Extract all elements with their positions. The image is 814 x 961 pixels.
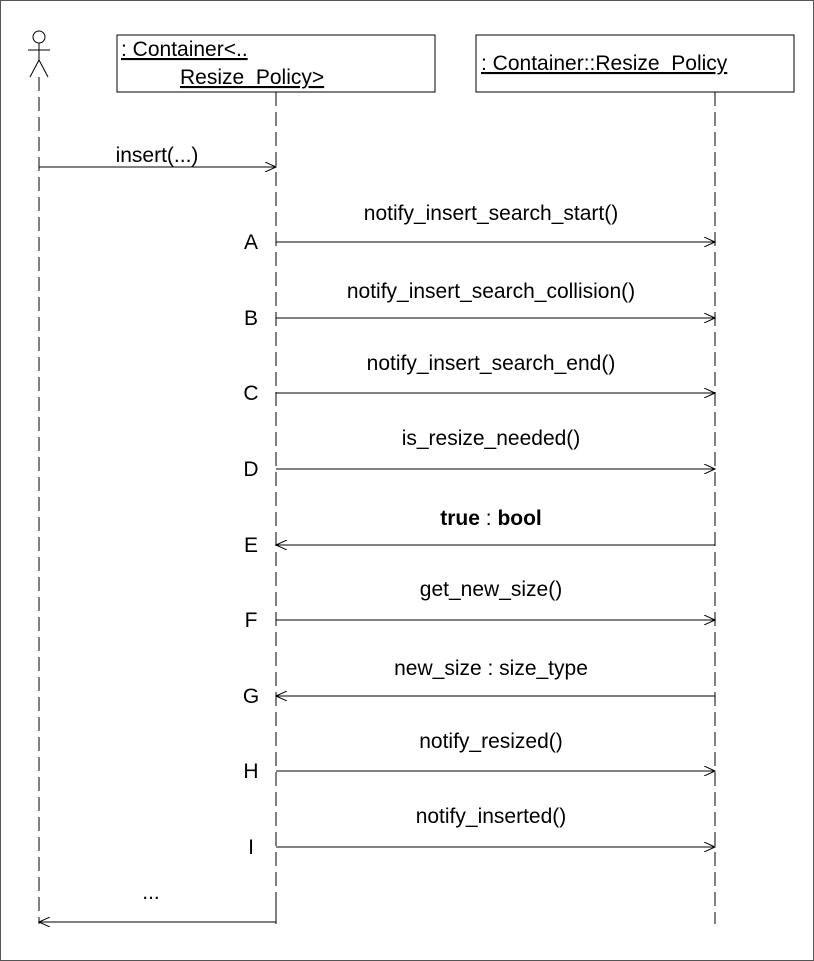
message-label: notify_insert_search_collision() [347,280,635,303]
final-return-label: ... [142,881,160,904]
return-type: bool [497,507,541,530]
message-B: notify_insert_search_collision() B [244,280,715,330]
step-letter: B [244,307,258,330]
step-letter: F [245,609,258,632]
message-E: true : bool E [244,507,715,557]
message-label: notify_resized() [419,730,563,753]
message-G: new_size : size_type G [243,657,715,708]
step-letter: I [248,836,254,859]
message-label: notify_inserted() [416,805,567,828]
message-D: is_resize_needed() D [243,427,715,481]
step-letter: A [244,231,258,254]
step-letter: C [243,382,258,405]
message-label: notify_insert_search_start() [364,202,618,225]
container-object-box: : Container<.. Resize_Policy> [116,34,436,93]
resize-policy-object-box: : Container::Resize_Policy [475,34,795,93]
message-I: notify_inserted() I [248,805,715,859]
message-C: notify_insert_search_end() C [243,352,715,405]
return-value: true [440,507,480,530]
container-object-name-line1: : Container<.. [121,38,248,61]
step-letter: H [243,760,258,783]
return-separator: : [480,507,498,530]
message-label: notify_insert_search_end() [367,352,616,375]
step-letter: E [244,534,258,557]
message-H: notify_resized() H [243,730,715,783]
resize-policy-object-name: : Container::Resize_Policy [481,52,728,75]
step-letter: D [243,458,258,481]
stick-figure-icon [28,30,50,78]
return-label: new_size : size_type [394,657,588,680]
message-A: notify_insert_search_start() A [244,202,715,254]
message-label: is_resize_needed() [402,427,581,450]
message-label: get_new_size() [420,578,562,601]
insert-message-label: insert(...) [116,144,199,167]
container-object-name-line2: Resize_Policy> [180,66,324,89]
return-label: true : bool [440,507,542,530]
step-letter: G [243,685,259,708]
message-F: get_new_size() F [245,578,715,632]
